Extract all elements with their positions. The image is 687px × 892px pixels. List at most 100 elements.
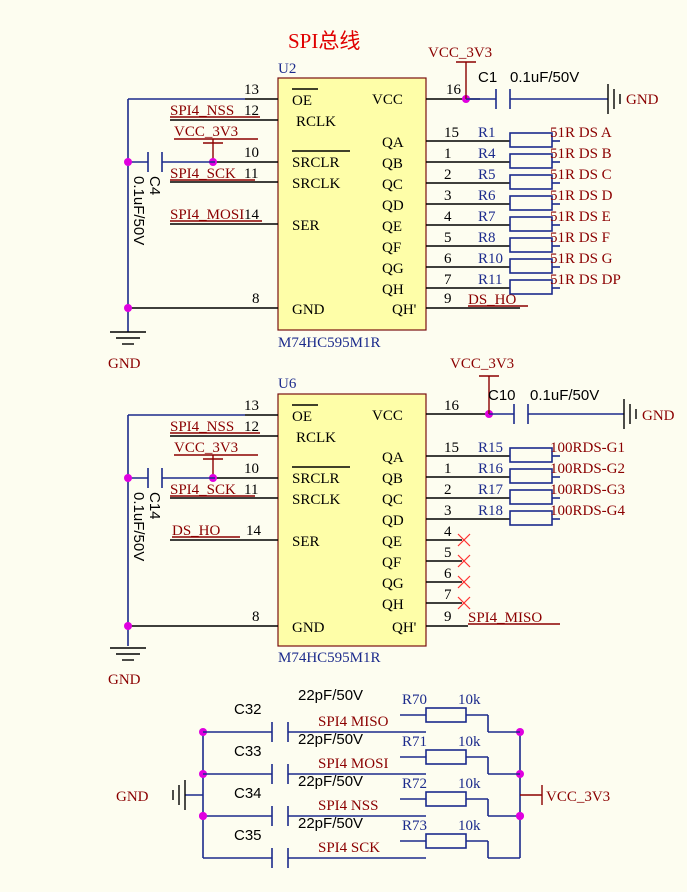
resistor[interactable] bbox=[509, 468, 553, 484]
output-pin-num: 7 bbox=[444, 587, 452, 603]
resistor-ref: R1 bbox=[478, 125, 496, 141]
resistor[interactable] bbox=[509, 132, 553, 148]
u2-pin-num: 10 bbox=[244, 145, 259, 161]
resistor-ref: R4 bbox=[478, 146, 496, 162]
output-pin-num: 5 bbox=[444, 545, 452, 561]
u6-pin-name: RCLK bbox=[296, 430, 336, 446]
resistor-ref: R15 bbox=[478, 440, 503, 456]
filter-cap-ref: C32 bbox=[234, 701, 262, 718]
c1-value: 0.1uF/50V bbox=[510, 69, 579, 86]
u2-body bbox=[277, 77, 427, 331]
output-pin-num: 3 bbox=[444, 188, 452, 204]
filter-resistor[interactable] bbox=[425, 791, 467, 807]
resistor[interactable] bbox=[509, 216, 553, 232]
u2-pin-name: VCC bbox=[372, 92, 403, 108]
u2-net-label: VCC_3V3 bbox=[174, 124, 238, 140]
filter-net-label: SPI4 MISO bbox=[318, 714, 389, 730]
output-pin-name: QH bbox=[382, 597, 404, 613]
resistor[interactable] bbox=[509, 153, 553, 169]
u2-pin-name: SER bbox=[292, 218, 320, 234]
resistor[interactable] bbox=[509, 510, 553, 526]
shift-register-u2[interactable]: U2 M74HC595M1R 13 12 10 11 14 8 OE RCLK … bbox=[108, 45, 659, 372]
u6-pin-name: OE bbox=[292, 409, 312, 425]
u2-pin-num: 11 bbox=[244, 166, 258, 182]
u2-net-label: SPI4_NSS bbox=[170, 103, 234, 119]
output-pin-name: QA bbox=[382, 450, 404, 466]
u6-pin-name: SER bbox=[292, 534, 320, 550]
resistor-net-label: 51R DS F bbox=[550, 230, 610, 246]
resistor-net-label: 100RDS-G4 bbox=[550, 503, 626, 519]
u6-pin-name: SRCLR bbox=[292, 471, 340, 487]
u6-pin-num: 12 bbox=[244, 419, 259, 435]
filter-resistor[interactable] bbox=[425, 707, 467, 723]
u6-ref: U6 bbox=[278, 376, 297, 392]
output-pin-name: QE bbox=[382, 534, 402, 550]
u2-pin-num: 8 bbox=[252, 291, 260, 307]
u6-pin-name: GND bbox=[292, 620, 325, 636]
u2-pin-name: QH' bbox=[392, 302, 417, 318]
u6-pin-name: QH' bbox=[392, 620, 417, 636]
u2-net-label: SPI4_MOSI bbox=[170, 207, 244, 223]
resistor-net-label: 100RDS-G3 bbox=[550, 482, 625, 498]
filter-res-ref: R72 bbox=[402, 776, 427, 792]
filter-res-value: 10k bbox=[458, 776, 481, 792]
resistor[interactable] bbox=[509, 489, 553, 505]
u2-vcc-gnd: GND bbox=[626, 92, 659, 108]
filter-net-label: SPI4 SCK bbox=[318, 840, 380, 856]
u6-pin-num: 16 bbox=[444, 398, 460, 414]
resistor-net-label: 51R DS B bbox=[550, 146, 612, 162]
c1-ref: C1 bbox=[478, 69, 497, 86]
filter-cap-ref: C35 bbox=[234, 827, 262, 844]
output-pin-name: QH bbox=[382, 282, 404, 298]
resistor-ref: R8 bbox=[478, 230, 496, 246]
resistor-net-label: 100RDS-G1 bbox=[550, 440, 625, 456]
output-pin-name: QE bbox=[382, 219, 402, 235]
resistor[interactable] bbox=[509, 195, 553, 211]
filter-cap-value: 22pF/50V bbox=[298, 731, 363, 748]
output-pin-name: QB bbox=[382, 156, 403, 172]
output-pin-name: QF bbox=[382, 555, 401, 571]
u6-net-label: VCC_3V3 bbox=[174, 440, 238, 456]
resistor-ref: R11 bbox=[478, 272, 502, 288]
shift-register-u6[interactable]: U6 M74HC595M1R 13 12 10 11 14 8 OE RCLK … bbox=[108, 356, 675, 688]
output-pin-name: QA bbox=[382, 135, 404, 151]
filter-res-ref: R70 bbox=[402, 692, 427, 708]
output-pin-num: 3 bbox=[444, 503, 452, 519]
filter-res-value: 10k bbox=[458, 818, 481, 834]
u2-pin-name: SRCLR bbox=[292, 155, 340, 171]
filter-resistor[interactable] bbox=[425, 833, 467, 849]
output-pin-num: 6 bbox=[444, 251, 452, 267]
u2-pin-num: 9 bbox=[444, 291, 452, 307]
u2-qh-out: DS_HO bbox=[468, 292, 517, 308]
filter-vcc-label: VCC_3V3 bbox=[546, 789, 610, 805]
filter-cap-ref: C34 bbox=[234, 785, 262, 802]
resistor[interactable] bbox=[509, 174, 553, 190]
resistor[interactable] bbox=[509, 279, 553, 295]
output-pin-num: 5 bbox=[444, 230, 452, 246]
filter-resistor[interactable] bbox=[425, 749, 467, 765]
u6-pin-num: 14 bbox=[246, 523, 262, 539]
resistor[interactable] bbox=[509, 258, 553, 274]
output-pin-num: 1 bbox=[444, 461, 452, 477]
u2-ref: U2 bbox=[278, 61, 296, 77]
output-pin-name: QD bbox=[382, 198, 404, 214]
resistor-net-label: 100RDS-G2 bbox=[550, 461, 625, 477]
c10-ref: C10 bbox=[488, 387, 516, 404]
resistor-net-label: 51R DS A bbox=[550, 125, 612, 141]
resistor[interactable] bbox=[509, 447, 553, 463]
u6-pin-num: 11 bbox=[244, 482, 258, 498]
output-pin-name: QC bbox=[382, 492, 403, 508]
output-pin-num: 4 bbox=[444, 209, 452, 225]
u2-pin-num: 13 bbox=[244, 82, 259, 98]
u2-part: M74HC595M1R bbox=[278, 335, 381, 351]
resistor[interactable] bbox=[509, 237, 553, 253]
u2-pin-name: RCLK bbox=[296, 114, 336, 130]
u6-vcc-gnd: GND bbox=[642, 408, 675, 424]
u6-net-label: DS_HO bbox=[172, 523, 221, 539]
u2-vcc-label: VCC_3V3 bbox=[428, 45, 492, 61]
resistor-ref: R5 bbox=[478, 167, 496, 183]
output-pin-name: QG bbox=[382, 576, 404, 592]
